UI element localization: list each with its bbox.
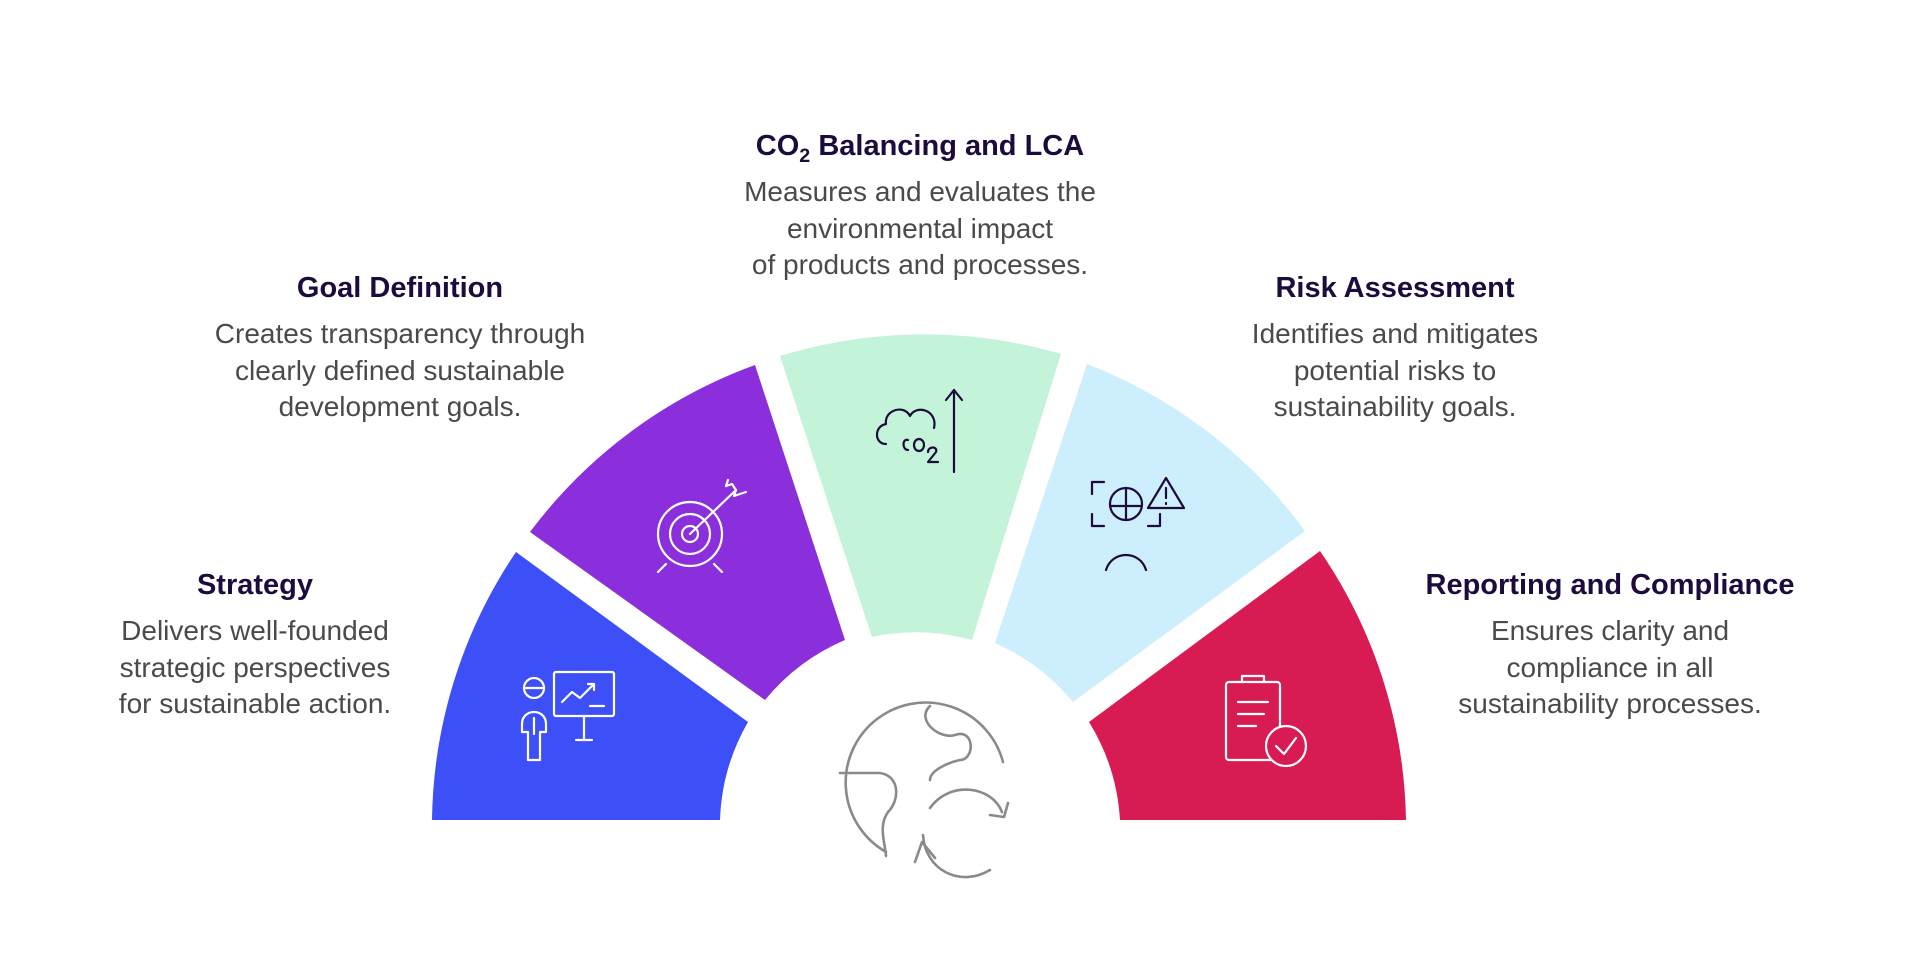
segment-co2: [780, 334, 1061, 640]
presentation-person-icon: [520, 670, 616, 762]
risk-warning-icon: [1090, 476, 1186, 572]
label-strategy: Strategy Delivers well-founded strategic…: [90, 567, 420, 723]
globe-recycle-icon: [838, 701, 1010, 879]
reporting-title: Reporting and Compliance: [1425, 569, 1795, 601]
segment-risk: [995, 364, 1305, 702]
target-arrow-icon: [656, 478, 748, 574]
co2-cloud-icon: [875, 388, 964, 474]
co2-description: Measures and evaluates the environmental…: [744, 176, 1096, 281]
co2-title: CO2 Balancing and LCA: [755, 130, 1085, 167]
segment-strategy: [432, 552, 748, 820]
goal-title: Goal Definition: [296, 272, 504, 304]
label-reporting: Reporting and Compliance Ensures clarity…: [1410, 567, 1810, 723]
segment-reporting: [1089, 551, 1406, 820]
risk-title: Risk Assessment: [1275, 272, 1515, 304]
label-risk: Risk Assessment Identifies and mitigates…: [1200, 270, 1590, 426]
strategy-title: Strategy: [196, 569, 314, 601]
label-co2: CO2 Balancing and LCA Measures and evalu…: [710, 128, 1130, 284]
goal-description: Creates transparency through clearly def…: [214, 318, 586, 423]
strategy-description: Delivers well-founded strategic perspect…: [118, 615, 392, 720]
risk-description: Identifies and mitigates potential risks…: [1251, 318, 1539, 423]
clipboard-check-icon: [1224, 674, 1308, 768]
label-goal: Goal Definition Creates transparency thr…: [200, 270, 600, 426]
segment-goal: [530, 365, 845, 700]
reporting-description: Ensures clarity and compliance in all su…: [1458, 615, 1762, 720]
